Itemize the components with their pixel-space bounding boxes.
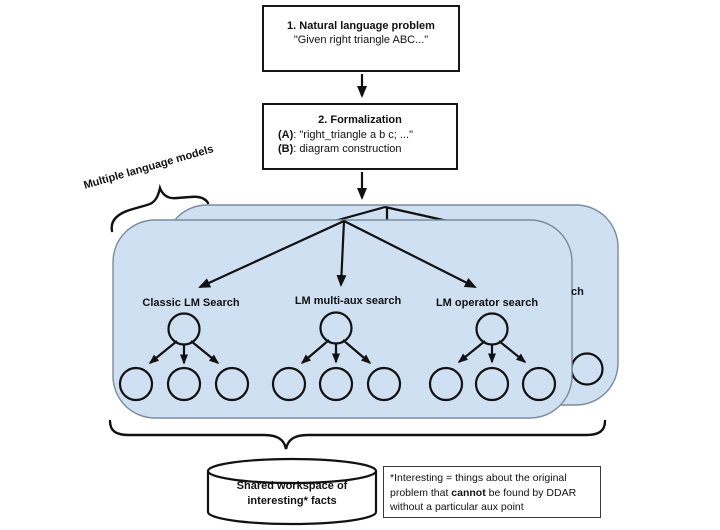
tree-child-node: [474, 366, 510, 402]
box-quote: "Given right triangle ABC...": [293, 34, 429, 46]
workspace-line1: Shared workspace of: [236, 480, 348, 492]
annotation-brace: [110, 183, 210, 233]
tree-lm-operator-search: [428, 312, 557, 402]
front-fan-arrows: [198, 220, 477, 288]
lm-multi-aux-search-label: LM multi-aux search: [294, 295, 402, 307]
bottom-brace: [108, 419, 607, 450]
footnote-line1: *Interesting = things about the original: [390, 472, 567, 484]
tree-root-node: [167, 312, 201, 346]
tree-child-node: [166, 366, 202, 402]
footnote-line2-pre: problem that: [390, 486, 452, 499]
lm-operator-search-label: LM operator search: [435, 297, 539, 309]
box-title: 1. Natural language problem: [287, 20, 435, 32]
tree-child-node: [366, 366, 402, 402]
footnote-line2-bold: cannot: [451, 486, 486, 499]
formalization-line-a: (A): "right_triangle a b c; ...": [278, 128, 456, 142]
tree-child-node: [271, 366, 307, 402]
tree-classic-lm-search: [118, 312, 250, 402]
label-a: (A): [278, 129, 294, 141]
tree-root-node: [319, 311, 353, 345]
tree-child-node: [428, 366, 464, 402]
classic-lm-search-label: Classic LM Search: [142, 297, 240, 309]
tree-child-node: [318, 366, 354, 402]
box-title: 2. Formalization: [318, 114, 402, 126]
formalization-line-b: (B): diagram construction: [278, 142, 456, 156]
label-b: (B): [278, 143, 294, 155]
formalization-box: 2. Formalization (A): "right_triangle a …: [262, 103, 458, 170]
back-panel-label-fragment: ch: [571, 286, 584, 298]
workspace-cylinder: [206, 457, 378, 526]
tree-lm-multi-aux-search: [271, 311, 402, 402]
tree-child-node: [118, 366, 154, 402]
tree-child-node: [214, 366, 250, 402]
text-a: : "right_triangle a b c; ...": [293, 129, 413, 141]
workspace-line2: interesting* facts: [247, 495, 337, 507]
footnote-line2-post: be found by DDAR: [485, 486, 577, 499]
footnote-line3: without a particular aux point: [390, 501, 524, 513]
formalization-lines: (A): "right_triangle a b c; ..." (B): di…: [264, 128, 456, 156]
shared-workspace-label: Shared workspace of interesting* facts: [237, 479, 348, 509]
tree-root-node: [475, 312, 509, 346]
text-b: : diagram construction: [293, 143, 402, 155]
natural-language-problem-box: 1. Natural language problem "Given right…: [262, 5, 460, 72]
tree-child-node: [521, 366, 557, 402]
footnote-line2: problem that cannot be found by DDAR: [390, 486, 594, 501]
interesting-footnote-box: *Interesting = things about the original…: [383, 466, 601, 518]
